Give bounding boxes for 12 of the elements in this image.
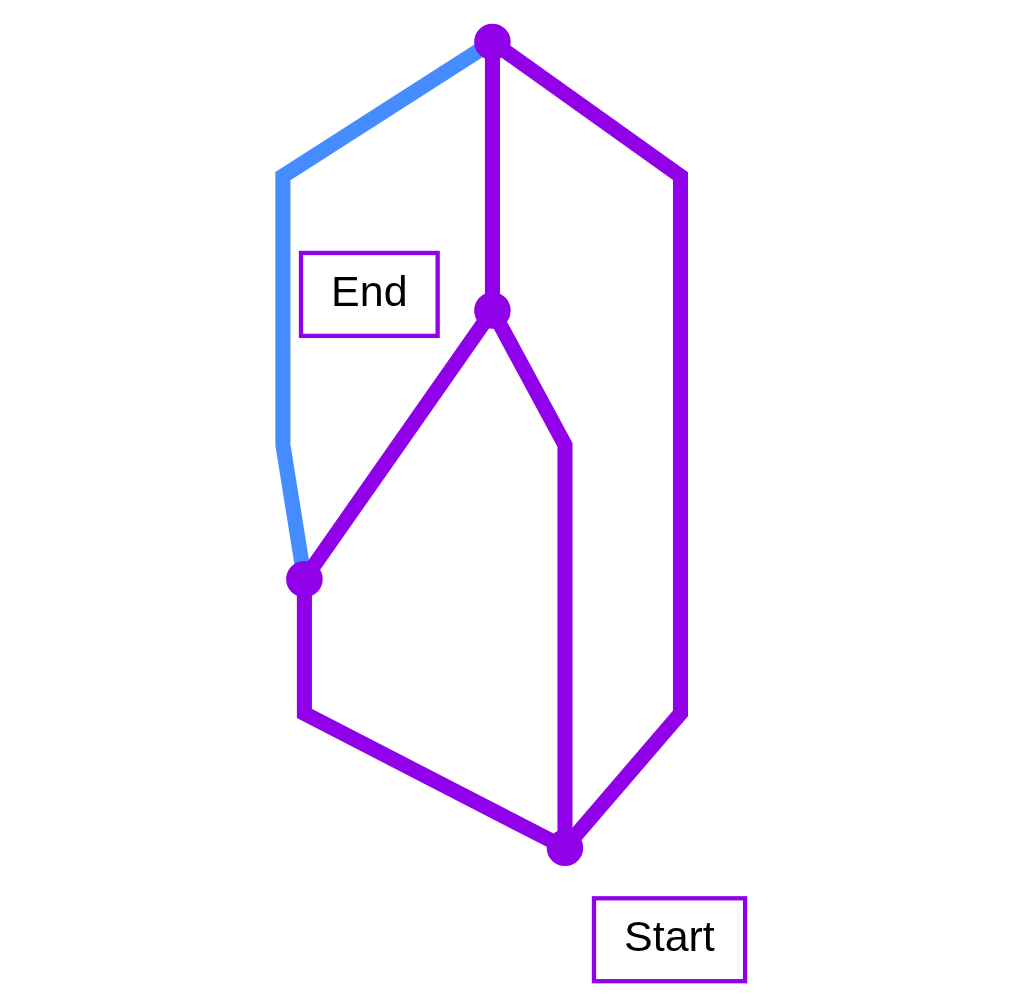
node-circle	[546, 829, 584, 867]
connector	[296, 595, 555, 848]
side-label: End	[298, 250, 440, 338]
node-circle	[286, 560, 323, 598]
node-circle	[474, 23, 511, 61]
connector	[484, 58, 500, 295]
node-circle	[474, 292, 511, 329]
connector	[307, 319, 490, 571]
connector	[275, 44, 483, 565]
side-label: Start	[591, 896, 748, 984]
connector	[501, 45, 688, 841]
connector	[493, 321, 573, 832]
